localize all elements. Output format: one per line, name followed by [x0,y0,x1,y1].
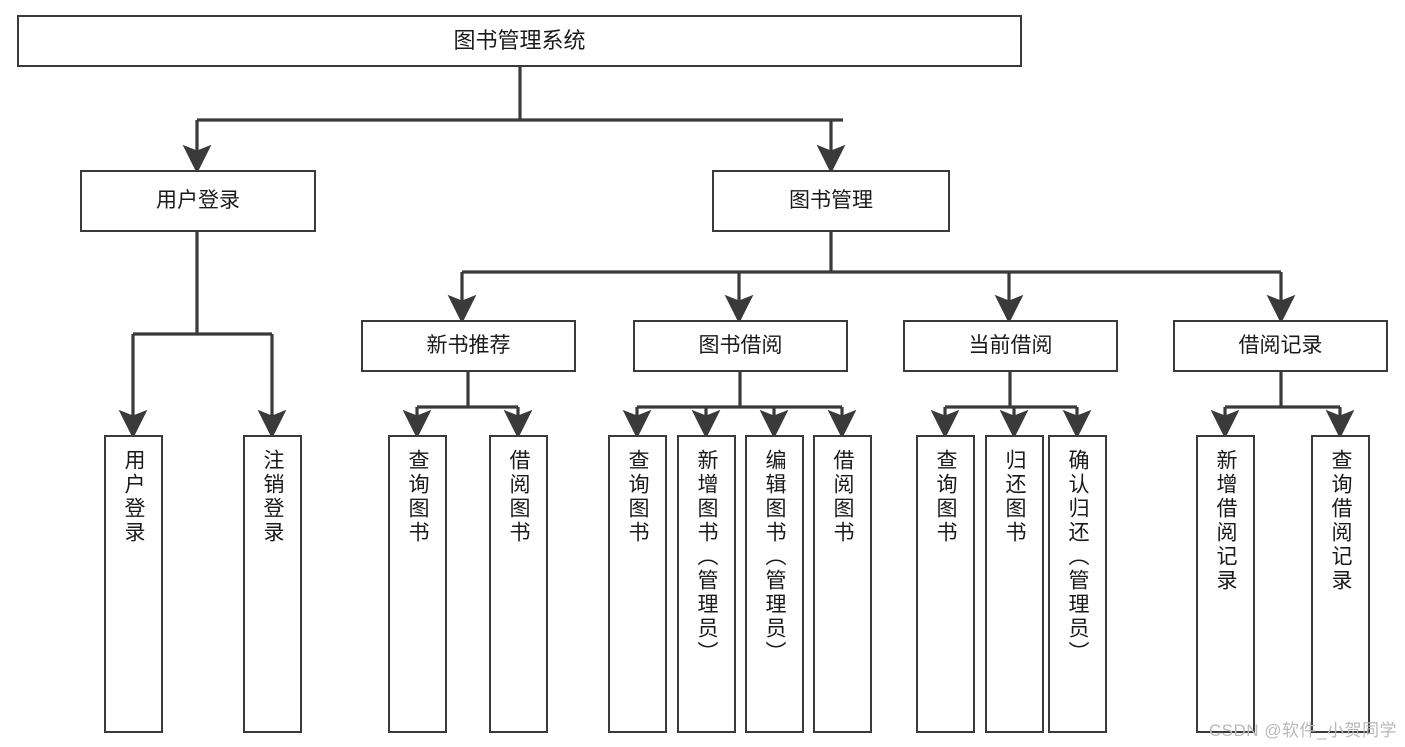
node-label: 图书管理 [789,188,873,212]
leaf-current-borrow-0[interactable]: 查询图书 [916,435,975,733]
node-root-book-management-system[interactable]: 图书管理系统 [17,15,1022,67]
leaf-user-login-1[interactable]: 注销登录 [243,435,302,733]
leaf-current-borrow-2[interactable]: 确认归还（管理员） [1048,435,1107,733]
node-borrow-record[interactable]: 借阅记录 [1173,320,1388,372]
leaf-borrow-record-0[interactable]: 新增借阅记录 [1196,435,1255,733]
node-label: 用户登录 [156,188,240,212]
node-book-management[interactable]: 图书管理 [712,170,950,232]
watermark-text: CSDN @软件_小贺同学 [1208,721,1397,740]
node-label: 借阅图书 [831,449,854,545]
node-label: 注销登录 [261,449,284,545]
node-label: 编辑图书（管理员） [763,449,786,665]
node-user-login[interactable]: 用户登录 [80,170,316,232]
node-label: 查询借阅记录 [1329,449,1352,593]
node-label: 新增图书（管理员） [695,449,718,665]
node-label: 查询图书 [406,449,429,545]
leaf-new-book-recommend-0[interactable]: 查询图书 [388,435,447,733]
node-label: 借阅记录 [1238,333,1323,357]
leaf-book-borrow-2[interactable]: 编辑图书（管理员） [745,435,804,733]
node-book-borrow[interactable]: 图书借阅 [633,320,848,372]
node-label: 确认归还（管理员） [1066,449,1089,665]
node-label: 图书借阅 [698,333,783,357]
node-label: 借阅图书 [507,449,530,545]
node-label: 新增借阅记录 [1214,449,1237,593]
node-label: 新书推荐 [426,333,511,357]
node-label: 查询图书 [626,449,649,545]
node-label: 查询图书 [934,449,957,545]
leaf-new-book-recommend-1[interactable]: 借阅图书 [489,435,548,733]
leaf-user-login-0[interactable]: 用户登录 [104,435,163,733]
leaf-book-borrow-1[interactable]: 新增图书（管理员） [677,435,736,733]
node-label: 图书管理系统 [453,28,586,54]
node-new-book-recommend[interactable]: 新书推荐 [361,320,576,372]
leaf-book-borrow-0[interactable]: 查询图书 [608,435,667,733]
leaf-book-borrow-3[interactable]: 借阅图书 [813,435,872,733]
leaf-borrow-record-1[interactable]: 查询借阅记录 [1311,435,1370,733]
leaf-current-borrow-1[interactable]: 归还图书 [985,435,1044,733]
node-label: 用户登录 [122,449,145,545]
node-label: 当前借阅 [968,333,1053,357]
node-label: 归还图书 [1003,449,1026,545]
node-current-borrow[interactable]: 当前借阅 [903,320,1118,372]
